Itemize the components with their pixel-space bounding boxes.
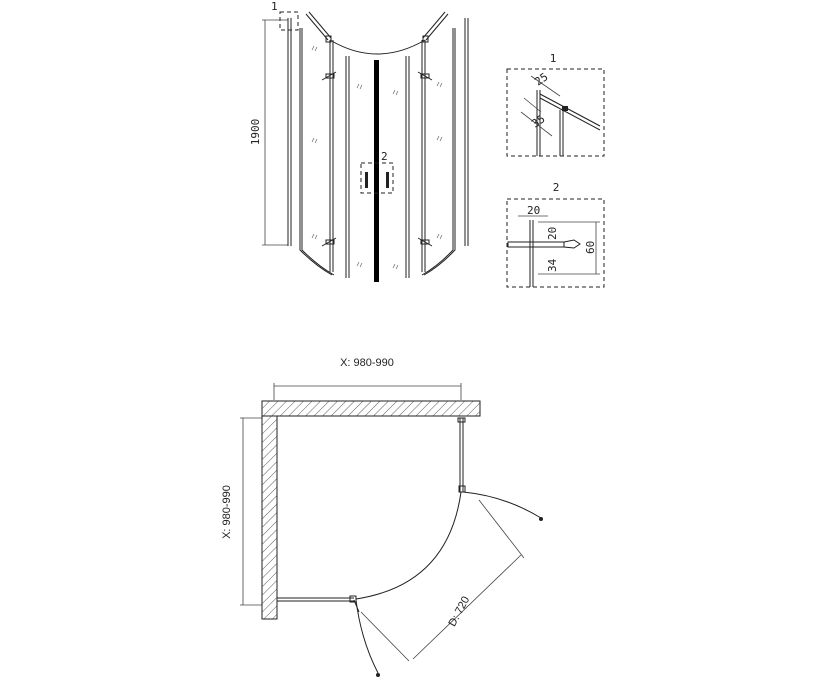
left-fixed-panel	[287, 18, 335, 276]
detail-2-frame	[506, 198, 605, 288]
detail-1-frame	[506, 68, 605, 157]
height-dimension: 1900	[249, 19, 288, 246]
detail-2-title: 2	[553, 181, 560, 194]
detail-1-title: 1	[550, 52, 557, 65]
detail-2-dim-total: 60	[584, 241, 597, 254]
top-hinges	[305, 11, 449, 43]
right-fixed-panel	[421, 18, 469, 276]
right-door	[405, 40, 426, 278]
plan-right-fixed-panel	[457, 417, 466, 493]
left-wall	[261, 415, 278, 620]
depth-label: X: 980-990	[221, 485, 233, 539]
plan-bottom-fixed-panel	[277, 595, 360, 613]
detail-2-dim-low: 34	[546, 258, 559, 272]
door-arc	[355, 491, 462, 600]
callout-2-label: 2	[381, 150, 388, 163]
width-dimension: X: 980-990	[273, 357, 462, 400]
callout-2-box	[360, 162, 394, 194]
door-handles	[365, 172, 389, 188]
left-door	[329, 40, 350, 278]
plan-view: X: 980-990 X: 980-990	[221, 357, 543, 677]
detail-2-dim-top: 20	[527, 204, 540, 217]
width-label: X: 980-990	[340, 357, 394, 369]
door-label: D: 720	[446, 594, 472, 628]
detail-2: 2 20 20 34 60	[506, 181, 605, 288]
center-seal	[374, 60, 379, 282]
glass-reflections	[311, 45, 443, 270]
detail-1-dim-b: 35	[529, 112, 547, 130]
detail-1: 1 25 35	[506, 52, 605, 157]
callout-1-label: 1	[271, 0, 278, 13]
depth-dimension: X: 980-990	[221, 417, 262, 606]
door-clamps	[321, 71, 433, 247]
left-door-swing	[355, 599, 379, 674]
door-opening-dimension: D: 720	[360, 499, 525, 662]
detail-1-dim-a: 25	[532, 70, 550, 88]
front-view: 1900	[249, 0, 469, 282]
top-arc	[329, 39, 426, 55]
right-door-swing	[462, 491, 542, 519]
detail-2-dim-mid: 20	[546, 227, 559, 240]
callout-1-box	[279, 11, 299, 31]
top-wall	[261, 400, 481, 417]
height-label: 1900	[249, 119, 262, 146]
